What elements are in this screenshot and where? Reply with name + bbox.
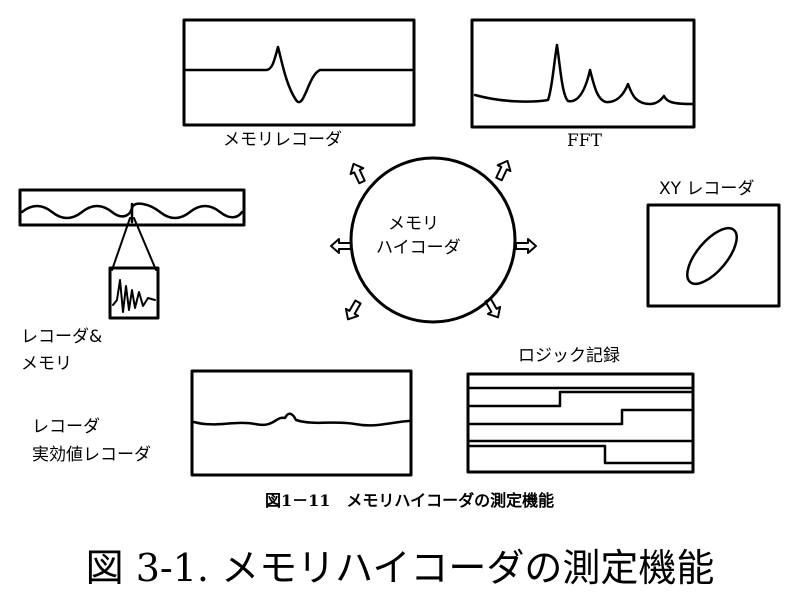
zoomed-memory-panel	[108, 266, 160, 320]
arrow-left	[330, 238, 352, 254]
center-label-line1: メモリ	[388, 214, 439, 234]
memory-recorder-waveform	[184, 45, 414, 104]
arrow-down-left	[344, 299, 362, 321]
inner-figure-caption: 図1－11 メモリハイコーダの測定機能	[265, 491, 555, 510]
rms-recorder-label-line2: 実効値レコーダ	[32, 445, 151, 465]
xy-recorder-label: XY レコーダ	[659, 179, 755, 199]
figure-caption: 図 3-1. メモリハイコーダの測定機能	[85, 546, 715, 590]
recorder-memory-panel	[18, 188, 246, 227]
xy-recorder-panel	[646, 203, 781, 308]
rms-recorder-waveform	[192, 412, 411, 427]
center-label-line2: ハイコーダ	[376, 238, 461, 258]
arrow-up-right	[495, 159, 512, 182]
fft-spectrum	[473, 43, 694, 106]
memory-recorder-label: メモリレコーダ	[223, 130, 342, 150]
logic-recording-label: ロジック記録	[518, 346, 620, 366]
rms-recorder-label-line1: レコーダ	[32, 417, 100, 437]
zoom-lines	[111, 217, 157, 271]
fft-label: FFT	[567, 131, 602, 151]
logic-trace-5	[468, 444, 693, 465]
fft-panel	[470, 18, 696, 129]
arrow-up-left	[349, 162, 366, 185]
zoomed-memory-waveform	[112, 279, 156, 313]
arrow-right	[515, 238, 537, 254]
center-circle	[349, 156, 517, 324]
recorder-memory-label-line2: メモリ	[21, 354, 72, 374]
logic-trace-2	[468, 390, 693, 408]
recorder-memory-label-line1: レコーダ&	[21, 327, 103, 347]
logic-trace-3	[468, 408, 693, 426]
memory-recorder-panel	[182, 18, 416, 127]
arrow-down-right	[484, 297, 502, 319]
rms-recorder-panel	[190, 369, 413, 477]
xy-lissajous	[686, 226, 738, 286]
logic-recording-panel	[466, 372, 695, 474]
